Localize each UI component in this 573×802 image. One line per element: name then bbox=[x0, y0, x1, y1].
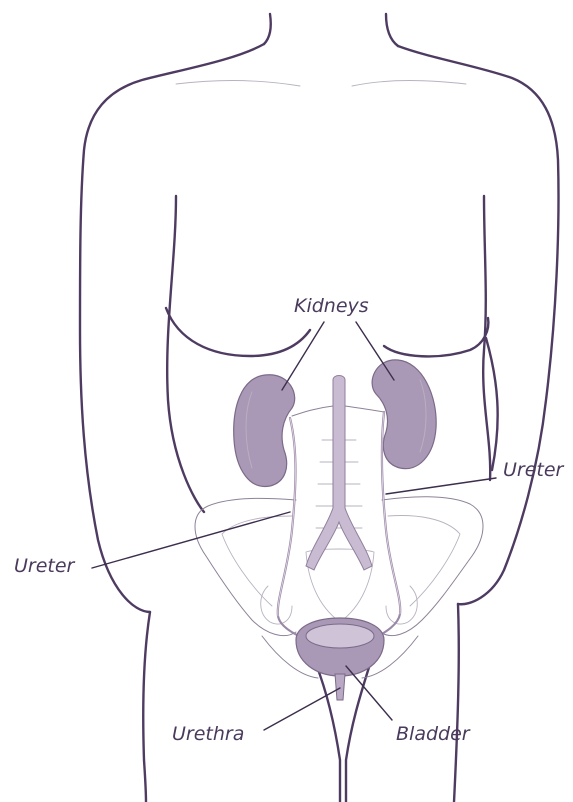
urethra bbox=[335, 674, 345, 700]
left-iliac-crest bbox=[195, 498, 296, 635]
renal-vessels-right bbox=[345, 406, 384, 412]
ureter-leader-right-side bbox=[386, 478, 496, 494]
right-iliac-crest bbox=[380, 497, 483, 636]
neck-right bbox=[386, 14, 398, 46]
left-hip-leg bbox=[143, 612, 150, 802]
ureter-label-right-side: Ureter bbox=[503, 459, 565, 481]
left-torso-side bbox=[167, 196, 204, 512]
left-breast bbox=[166, 308, 310, 356]
bladder-top bbox=[306, 624, 374, 648]
bladder-leader bbox=[346, 666, 392, 720]
left-hip-socket bbox=[261, 586, 292, 624]
right-arm-inner bbox=[486, 338, 498, 470]
right-clavicle bbox=[352, 81, 466, 87]
left-kidney bbox=[234, 375, 295, 487]
urethra-label: Urethra bbox=[172, 723, 244, 745]
ureter-leader-left-side bbox=[92, 512, 290, 568]
right-hip-leg bbox=[454, 604, 459, 802]
right-breast bbox=[384, 318, 488, 356]
urethra-leader bbox=[264, 688, 340, 730]
kidneys-label: Kidneys bbox=[294, 295, 369, 317]
left-clavicle bbox=[176, 81, 300, 87]
kidneys-leader-left bbox=[282, 322, 324, 390]
right-hip-socket bbox=[386, 586, 417, 624]
ureter-label-left-side: Ureter bbox=[14, 555, 76, 577]
aorta bbox=[306, 376, 372, 571]
renal-vessels-left bbox=[292, 406, 333, 416]
great-vessels bbox=[292, 376, 384, 571]
right-inner-thigh bbox=[346, 664, 370, 802]
bladder-label: Bladder bbox=[396, 723, 471, 745]
neck-left bbox=[264, 14, 271, 44]
right-shoulder-arm bbox=[398, 46, 559, 604]
